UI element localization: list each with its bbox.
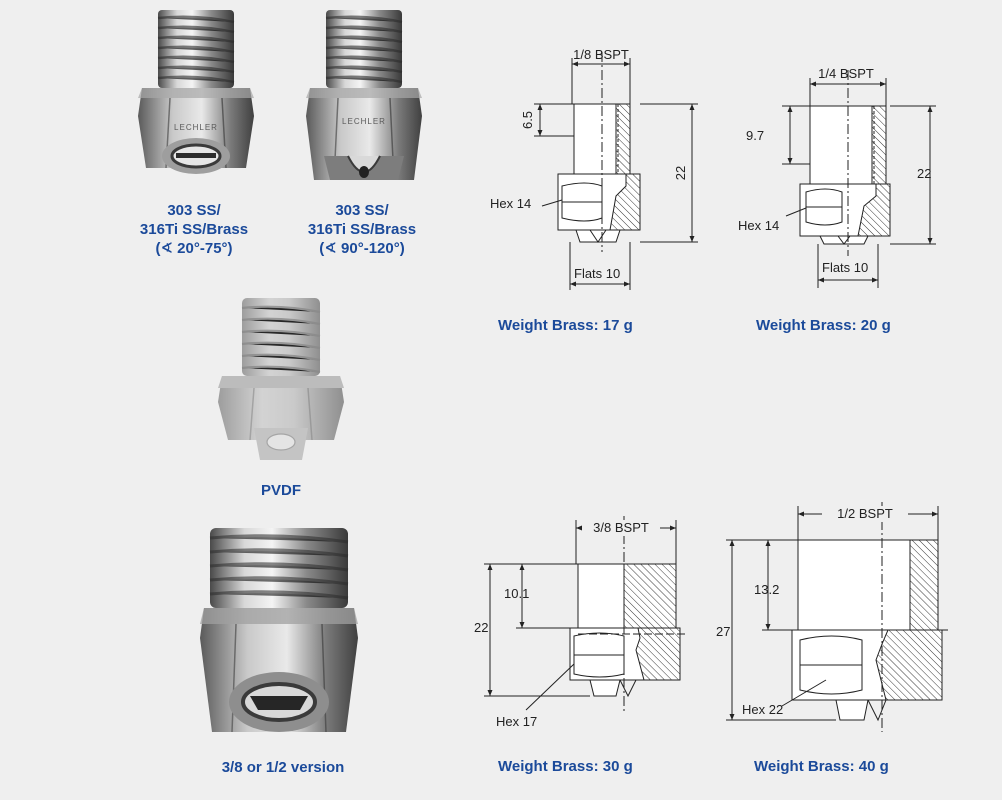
dim-top-label: 13.2 xyxy=(754,582,779,597)
lechler-logo-engraving: LECHLER xyxy=(174,123,218,132)
dim-total-label: 22 xyxy=(917,166,931,181)
dim-top-label: 6.5 xyxy=(520,111,535,129)
weight-label-4: Weight Brass: 40 g xyxy=(754,758,889,775)
lechler-logo-engraving: LECHLER xyxy=(342,117,386,126)
thread-size-label: 1/2 BSPT xyxy=(837,506,893,521)
technical-drawing-3-8-bspt: 3/8 BSPT 10.1 22 Hex 17 xyxy=(474,516,688,729)
technical-drawing-1-2-bspt: 1/2 BSPT 13.2 27 Hex 22 xyxy=(716,502,948,732)
nozzle-photo-steel-narrow: LECHLER xyxy=(138,10,254,174)
hex-size-label: Hex 22 xyxy=(742,702,783,717)
dim-total-label: 27 xyxy=(716,624,730,639)
dim-top-label: 10.1 xyxy=(504,586,529,601)
hex-size-label: Hex 14 xyxy=(738,218,779,233)
weight-label-2: Weight Brass: 20 g xyxy=(756,317,891,334)
thread-size-label: 1/8 BSPT xyxy=(573,47,629,62)
caption-pvdf: PVDF xyxy=(260,482,301,499)
dim-total-label: 22 xyxy=(474,620,488,635)
flats-label: Flats 10 xyxy=(574,266,620,281)
dim-top-label: 9.7 xyxy=(746,128,764,143)
nozzle-photo-large xyxy=(200,528,358,733)
caption-steel-narrow: 303 SS/ 316Ti SS/Brass (∢ 20°-75°) xyxy=(139,202,249,257)
hex-size-label: Hex 17 xyxy=(496,714,537,729)
weight-label-3: Weight Brass: 30 g xyxy=(498,758,633,775)
thread-size-label: 3/8 BSPT xyxy=(593,520,649,535)
hex-size-label: Hex 14 xyxy=(490,196,531,211)
caption-steel-wide: 303 SS/ 316Ti SS/Brass (∢ 90°-120°) xyxy=(307,202,417,257)
nozzle-photo-pvdf xyxy=(218,298,344,460)
nozzle-photo-steel-wide: LECHLER xyxy=(306,10,422,181)
technical-drawing-1-4-bspt: 1/4 BSPT 9.7 22 Hex 14 Flats 10 xyxy=(738,66,936,288)
dim-total-label: 22 xyxy=(673,166,688,180)
caption-large: 3/8 or 1/2 version xyxy=(221,759,345,776)
flats-label: Flats 10 xyxy=(822,260,868,275)
weight-label-1: Weight Brass: 17 g xyxy=(498,317,633,334)
thread-size-label: 1/4 BSPT xyxy=(818,66,874,81)
technical-drawing-1-8-bspt: 1/8 BSPT 6.5 22 Hex 14 Flats 10 xyxy=(490,47,698,290)
